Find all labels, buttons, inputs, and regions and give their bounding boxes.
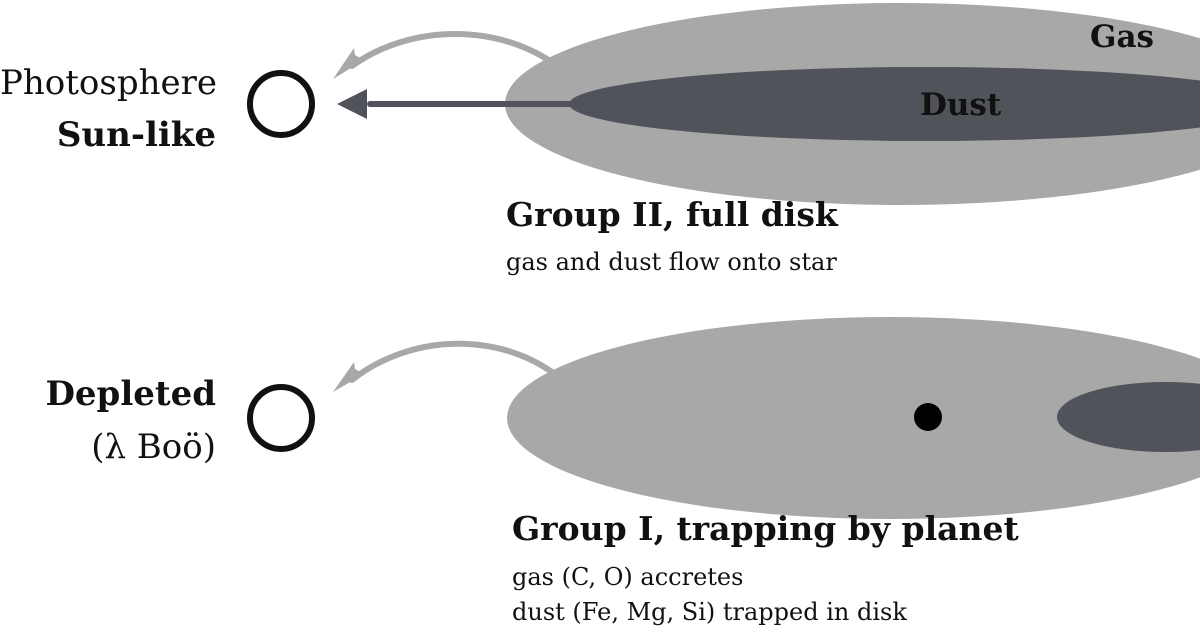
bottom-star-depleted — [247, 384, 315, 452]
group-i-title: Group I, trapping by planet — [512, 509, 1019, 548]
group-i-description-dust: dust (Fe, Mg, Si) trapped in disk — [512, 598, 907, 626]
bottom-gas-disk — [507, 317, 1200, 519]
group-ii-description: gas and dust flow onto star — [506, 248, 837, 276]
group-ii-title: Group II, full disk — [506, 195, 838, 234]
gas-label: Gas — [1090, 19, 1155, 55]
top-star-photosphere — [247, 70, 315, 138]
bottom-star-label-lambda-boo: (λ Boö) — [91, 427, 216, 467]
dust-label: Dust — [920, 87, 1002, 123]
group-i-description-gas: gas (C, O) accretes — [512, 563, 744, 591]
bottom-star-label-depleted: Depleted — [45, 374, 216, 414]
top-star-label-photosphere: Photosphere — [0, 63, 217, 103]
bottom-gas-flow-arrow — [349, 340, 563, 383]
bottom-gas-flow-arrowhead — [333, 362, 364, 392]
bottom-dust-ring — [1057, 382, 1200, 452]
top-gas-flow-arrow — [349, 31, 563, 71]
top-dust-disk — [569, 67, 1200, 141]
top-gas-flow-arrowhead — [333, 48, 364, 79]
top-star-label-sun-like: Sun-like — [56, 115, 216, 155]
top-dust-flow-arrowhead — [337, 89, 367, 119]
planet-dot — [914, 403, 942, 431]
